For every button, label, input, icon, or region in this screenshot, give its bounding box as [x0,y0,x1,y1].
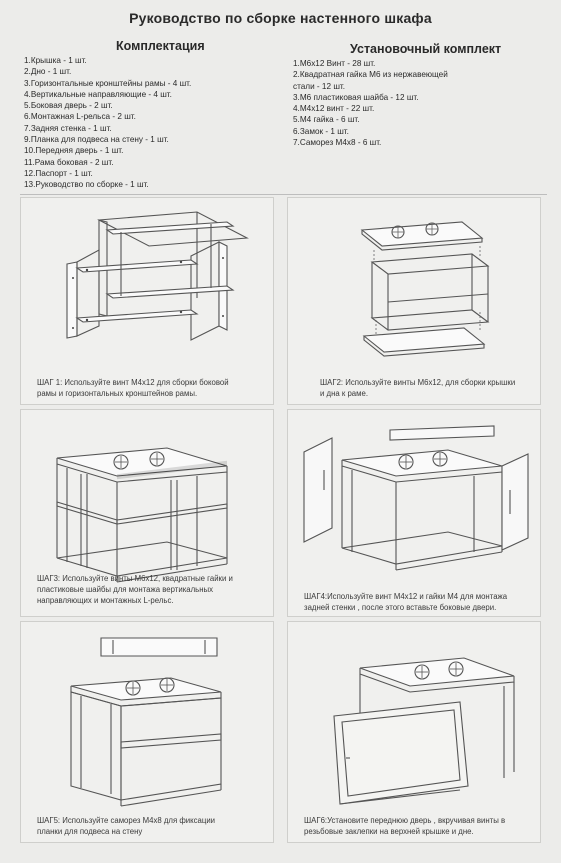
kit-item: 1.Крышка - 1 шт. [24,56,87,65]
kit-item: 4.Вертикальные направляющие - 4 шт. [24,89,172,99]
kit-item: 2.Дно - 1 шт. [24,67,72,77]
step-5-caption: ШАГ5: Используйте саморез М4х8 для фикса… [37,815,215,837]
step-6-caption: ШАГ6:Установите переднюю дверь , вкручив… [304,815,505,837]
step-6-line: ШАГ6:Установите переднюю дверь , вкручив… [304,816,506,825]
step-2-panel: ШАГ2: Используйте винты М6х12, для сборк… [287,197,541,405]
step-5-panel: ШАГ5: Используйте саморез М4х8 для фикса… [20,621,274,843]
install-item: 1.М6х12 Винт - 28 шт. [293,59,376,68]
step-1-caption: ШАГ 1: Используйте винт М4х12 для сборки… [37,377,229,399]
step-4-illustration [303,425,529,571]
step-3-panel: ШАГ3: Используйте винты М6х12, квадратны… [20,409,274,617]
kit-item: 10.Передняя дверь - 1 шт. [24,146,124,156]
install-item: 3.М6 пластиковая шайба - 12 шт. [293,92,419,102]
step-1-line: ШАГ 1: Используйте винт М4х12 для сборки… [37,378,229,387]
step-1-panel: ШАГ 1: Используйте винт М4х12 для сборки… [20,197,274,405]
step-3-caption: ШАГ3: Используйте винты М6х12, квадратны… [37,573,233,606]
step-3-line: направляющих и монтажных L-рельс. [37,596,174,605]
step-1-illustration [66,211,249,341]
step-4-line: ШАГ4:Используйте винт М4х12 и гайки М4 д… [304,592,508,601]
kit-item: 12.Паспорт - 1 шт. [24,168,93,178]
install-item: 7.Саморез М4х8 - 6 шт. [293,138,382,148]
kit-item: 13.Руководство по сборке - 1 шт. [24,180,149,190]
kit-item: 6.Монтажная L-рельса - 2 шт. [24,112,136,122]
divider [20,194,547,195]
step-6-illustration [333,657,515,805]
install-item: стали - 12 шт. [293,81,345,91]
step-6-panel: ШАГ6:Установите переднюю дверь , вкручив… [287,621,541,843]
step-4-caption: ШАГ4:Используйте винт М4х12 и гайки М4 д… [304,591,507,613]
step-2-line: и дна к раме. [320,389,368,398]
install-item: 2.Квадратная гайка М6 из нержавеющей [293,70,448,80]
install-kit-list: 1.М6х12 Винт - 28 шт. 2.Квадратная гайка… [293,58,448,148]
step-5-illustration [70,637,222,807]
step-4-line: задней стенки , после этого вставьте бок… [304,603,497,612]
page-title: Руководство по сборке настенного шкафа [129,10,432,26]
step-2-illustration [360,221,490,357]
kit-item: 3.Горизонтальные кронштейны рамы - 4 шт. [24,78,192,88]
install-item: 5.М4 гайка - 6 шт. [293,115,360,125]
step-3-line: ШАГ3: Используйте винты М6х12, квадратны… [37,574,233,583]
step-5-line: планки для подвеса на стену [37,827,143,836]
install-kit-heading: Установочный комплект [350,42,502,56]
kit-item: 9.Планка для подвеса на стену - 1 шт. [24,135,169,145]
step-3-line: пластиковые шайбы для монтажа вертикальн… [37,585,214,594]
step-1-line: рамы и горизонтальных кронштейнов рамы. [37,389,198,398]
step-5-line: ШАГ5: Используйте саморез М4х8 для фикса… [37,816,216,825]
kit-item: 11.Рама боковая - 2 шт. [24,157,114,167]
kit-heading: Комплектация [116,39,205,53]
step-6-line: резьбовые заклепки на верхней крышке и д… [304,827,474,836]
step-2-line: ШАГ2: Используйте винты М6х12, для сборк… [320,378,516,387]
step-4-panel: ШАГ4:Используйте винт М4х12 и гайки М4 д… [287,409,541,617]
kit-item: 5.Боковая дверь - 2 шт. [24,101,113,111]
install-item: 4.М4х12 винт - 22 шт. [293,104,375,114]
kit-item: 7.Задняя стенка - 1 шт. [24,123,112,133]
step-3-illustration [56,447,228,583]
install-item: 6.Замок - 1 шт. [293,126,349,136]
kit-list: 1.Крышка - 1 шт. 2.Дно - 1 шт. 3.Горизон… [24,55,191,191]
step-2-caption: ШАГ2: Используйте винты М6х12, для сборк… [320,377,515,399]
